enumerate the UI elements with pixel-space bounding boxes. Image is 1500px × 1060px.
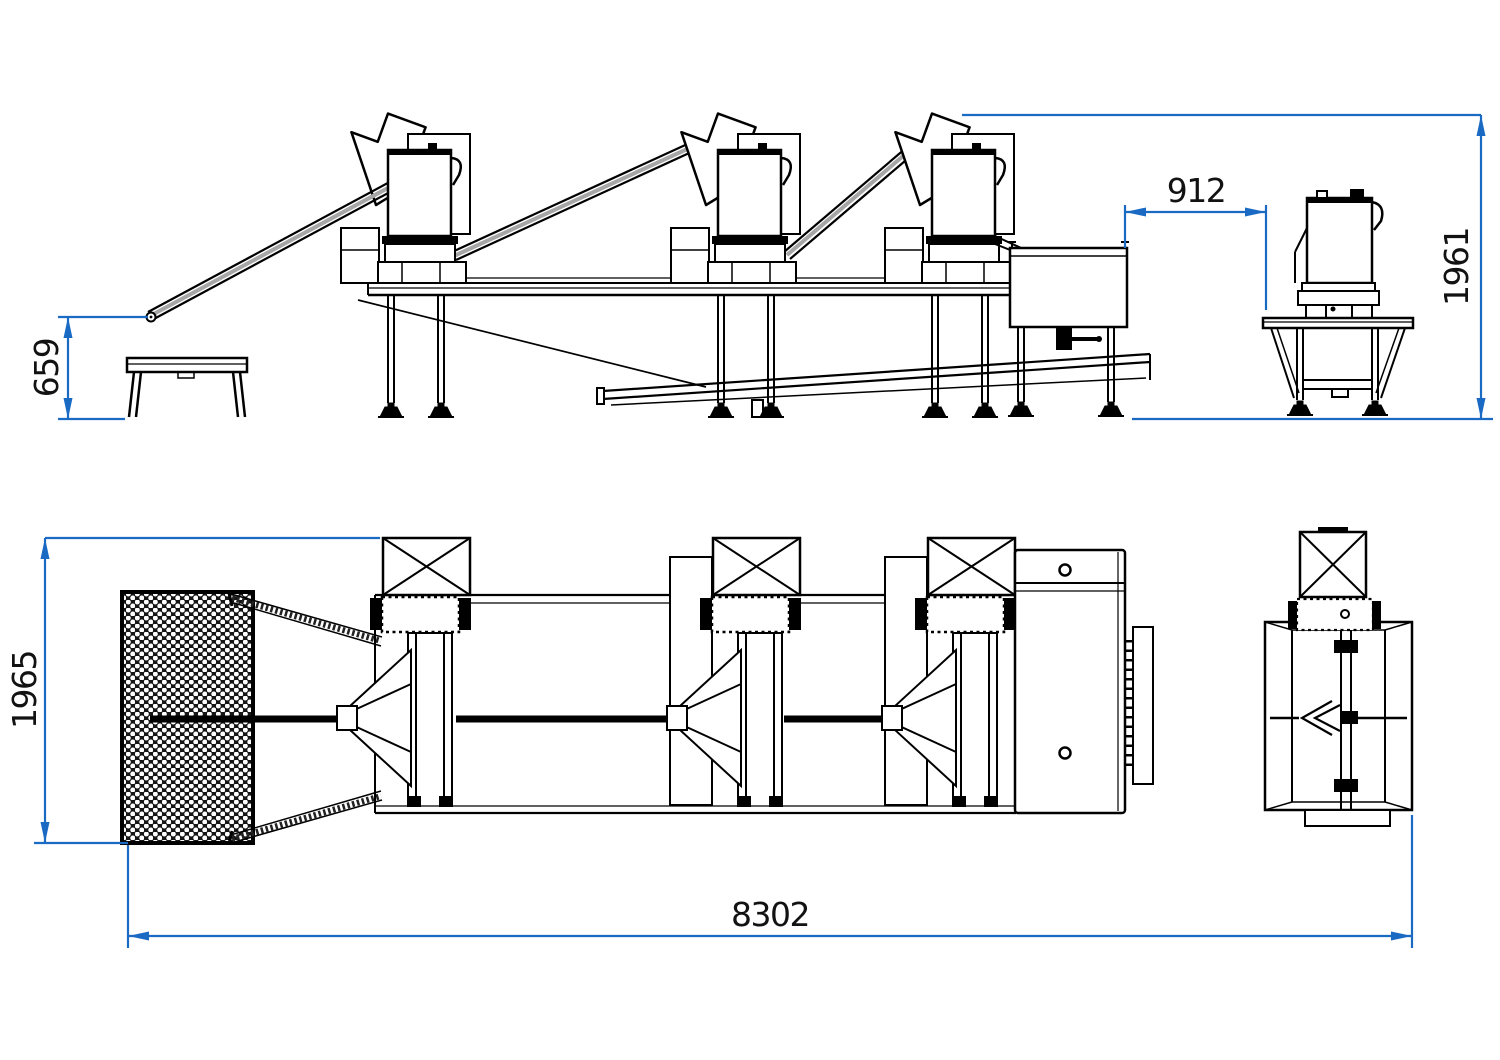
dim-text-outfeed-gap: 912 <box>1167 171 1226 210</box>
infeed-table <box>125 356 249 418</box>
dim-overall-length: 8302 <box>126 815 1414 948</box>
side-elevation-view <box>125 102 1415 418</box>
incline-conveyor-3 <box>783 147 913 260</box>
drain-valve <box>1056 328 1072 350</box>
station-1-plan <box>335 536 473 809</box>
dim-overall-width: 1965 <box>5 536 380 845</box>
dimension-annotations: 659 912 1961 1965 <box>5 113 1493 948</box>
side-guides <box>227 592 383 845</box>
incline-conveyor-2 <box>451 140 699 261</box>
dim-overall-height: 1961 <box>962 113 1493 421</box>
station-2-side <box>671 134 800 417</box>
frame-member <box>669 556 713 806</box>
dim-text-overall-width: 1965 <box>5 651 44 729</box>
plan-view <box>120 527 1414 845</box>
collection-tank <box>1007 241 1129 417</box>
dim-text-infeed-height: 659 <box>27 339 66 398</box>
collection-tank-plan <box>1013 548 1154 815</box>
return-conveyor <box>357 299 1151 418</box>
end-elevation-view <box>1261 189 1415 416</box>
frame-member <box>884 556 928 806</box>
dim-outfeed-gap: 912 <box>1123 171 1268 310</box>
dim-text-overall-height: 1961 <box>1437 228 1476 306</box>
dim-infeed-height: 659 <box>27 315 148 421</box>
station-1-side <box>341 134 470 417</box>
end-plan-view <box>1263 527 1414 827</box>
dim-text-overall-length: 8302 <box>731 895 809 934</box>
